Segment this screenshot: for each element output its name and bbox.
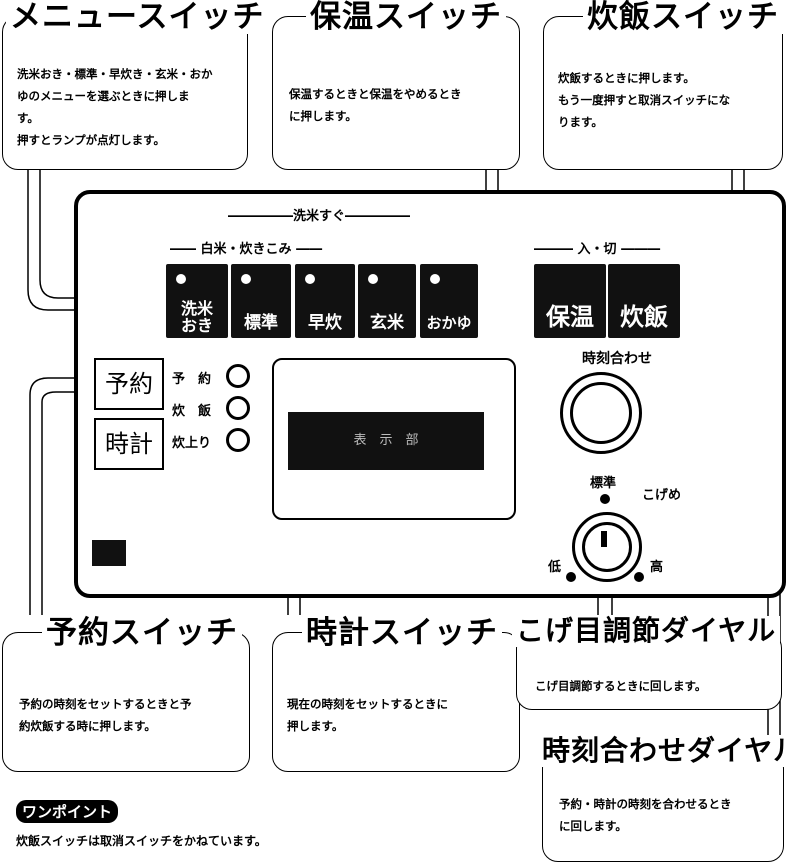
time-dial-box: 予約・時計の時刻を合わせるとき に回します。 bbox=[542, 752, 784, 862]
crust-dial[interactable] bbox=[572, 512, 642, 582]
lamp-label-cook: 炊 飯 bbox=[172, 404, 212, 419]
keepwarm-desc-line: 保温するときと保温をやめるとき bbox=[289, 87, 462, 101]
time-dial-label: 時刻合わせ bbox=[582, 351, 652, 367]
key-senmai-oki[interactable]: 洗米おき bbox=[166, 264, 228, 338]
hakumai-label: ―― 白米・炊きこみ ―― bbox=[170, 242, 323, 257]
key-hyojun[interactable]: 標準 bbox=[231, 264, 291, 338]
menu-switch-title: メニュースイッチ bbox=[6, 0, 269, 34]
display-frame: 表 示 部 bbox=[272, 358, 516, 520]
one-point-heading: ワンポイント bbox=[16, 800, 119, 823]
clock-switch-title: 時計スイッチ bbox=[302, 616, 502, 650]
key-cook[interactable]: 炊飯 bbox=[608, 264, 680, 338]
reserve-key[interactable]: 予約 bbox=[94, 358, 164, 410]
lamp-dot bbox=[430, 274, 440, 284]
musenmai-label: ―――――洗米すぐ――――― bbox=[228, 209, 411, 224]
menu-desc-line: す。 bbox=[17, 111, 39, 125]
cook-lamp bbox=[226, 396, 250, 420]
key-okayu[interactable]: おかゆ bbox=[420, 264, 478, 338]
cook-switch-box: 炊飯するときに押します。 もう一度押すと取消スイッチにな ります。 bbox=[543, 16, 783, 170]
reserve-lamp bbox=[226, 364, 250, 388]
done-lamp bbox=[226, 428, 250, 452]
time-dial-desc-line: 予約・時計の時刻を合わせるとき bbox=[559, 797, 732, 811]
clock-desc-line: 押します。 bbox=[287, 719, 344, 733]
reserve-switch-title: 予約スイッチ bbox=[42, 616, 242, 650]
key-keepwarm[interactable]: 保温 bbox=[534, 264, 606, 338]
keepwarm-switch-box: 保温するときと保温をやめるとき に押します。 bbox=[272, 16, 520, 170]
onoff-label: ――― 入・切 ――― bbox=[534, 242, 661, 257]
cook-desc-line: もう一度押すと取消スイッチにな bbox=[558, 93, 731, 107]
high-mark bbox=[634, 572, 644, 582]
keepwarm-desc-line: に押します。 bbox=[289, 109, 357, 123]
cook-switch-title: 炊飯スイッチ bbox=[583, 0, 783, 34]
menu-desc-line: 洗米おき・標準・早炊き・玄米・おか bbox=[17, 67, 213, 81]
menu-switch-box: 洗米おき・標準・早炊き・玄米・おか ゆのメニューを選ぶときに押しま す。 押すと… bbox=[2, 16, 248, 170]
crust-standard-label: 標準 bbox=[590, 476, 617, 491]
lamp-label-done: 炊上り bbox=[172, 436, 212, 451]
arrow-reserve bbox=[29, 377, 82, 615]
time-dial-desc-line: に回します。 bbox=[559, 819, 627, 833]
arrow-menu bbox=[27, 168, 148, 311]
lamp-dot bbox=[241, 274, 251, 284]
one-point-text: 炊飯スイッチは取消スイッチをかねています。 bbox=[16, 834, 267, 848]
cook-desc-line: 炊飯するときに押します。 bbox=[558, 71, 695, 85]
clock-switch-box: 現在の時刻をセットするときに 押します。 bbox=[272, 632, 520, 772]
cook-desc-line: ります。 bbox=[558, 115, 603, 129]
clock-key[interactable]: 時計 bbox=[94, 418, 164, 470]
crust-label: こげめ bbox=[642, 488, 682, 503]
crust-dial-title: こげ目調節ダイヤル bbox=[512, 615, 781, 647]
reserve-switch-box: 予約の時刻をセットするときと予 約炊飯する時に押します。 bbox=[2, 632, 250, 772]
crust-high-label: 高 bbox=[650, 560, 664, 575]
standard-mark bbox=[600, 494, 610, 504]
keepwarm-switch-title: 保温スイッチ bbox=[306, 0, 506, 34]
lamp-label-reserve: 予 約 bbox=[172, 372, 212, 387]
reserve-desc-line: 予約の時刻をセットするときと予 bbox=[19, 697, 192, 711]
display-screen: 表 示 部 bbox=[288, 412, 484, 470]
indicator-square bbox=[92, 540, 126, 566]
lamp-dot bbox=[176, 274, 186, 284]
key-hayadaki[interactable]: 早炊 bbox=[295, 264, 355, 338]
time-dial[interactable] bbox=[560, 372, 642, 454]
crust-low-label: 低 bbox=[548, 560, 562, 575]
lamp-dot bbox=[305, 274, 315, 284]
crust-desc-line: こげ目調節するときに回します。 bbox=[535, 679, 707, 693]
control-panel bbox=[74, 190, 786, 598]
menu-desc-line: ゆのメニューを選ぶときに押しま bbox=[17, 89, 190, 103]
clock-desc-line: 現在の時刻をセットするときに bbox=[287, 697, 448, 711]
menu-desc-line: 押すとランプが点灯します。 bbox=[17, 133, 166, 147]
key-genmai[interactable]: 玄米 bbox=[358, 264, 416, 338]
low-mark bbox=[566, 572, 576, 582]
lamp-dot bbox=[368, 274, 378, 284]
reserve-desc-line: 約炊飯する時に押します。 bbox=[19, 719, 156, 733]
time-dial-title: 時刻合わせダイヤル bbox=[538, 735, 786, 767]
